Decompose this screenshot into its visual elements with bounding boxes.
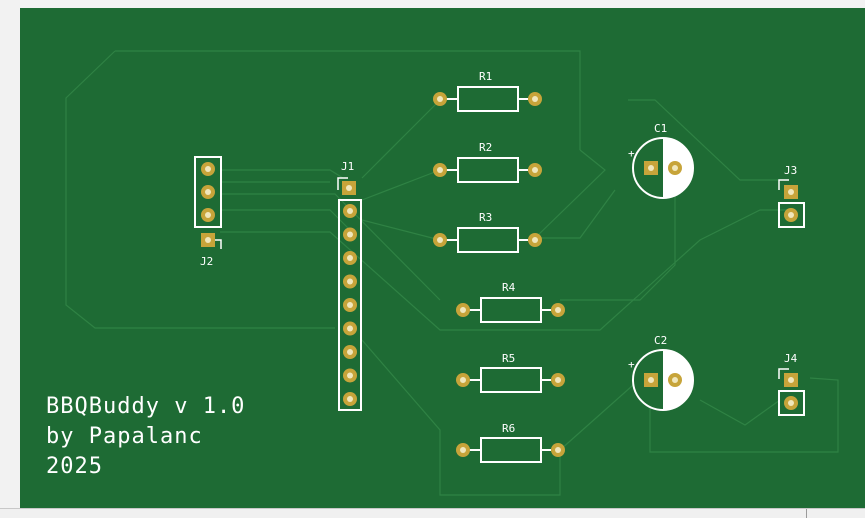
j3-label: J3 xyxy=(784,164,797,177)
resistor-r5[interactable]: R5 xyxy=(456,352,565,393)
j1-outline xyxy=(338,199,362,411)
resistor-r4[interactable]: R4 xyxy=(456,281,565,323)
j1-pad-hole xyxy=(347,372,353,379)
r1-label: R1 xyxy=(479,70,492,83)
j1-pad-hole xyxy=(347,208,353,214)
status-bar-separator xyxy=(806,509,807,518)
capacitor-c1[interactable]: C1 + xyxy=(628,122,694,199)
resistor-r2[interactable]: R2 xyxy=(433,141,542,183)
c1-label: C1 xyxy=(654,122,667,135)
r2-label: R2 xyxy=(479,141,492,154)
connector-j4[interactable]: J4 xyxy=(778,352,805,416)
r5-label: R5 xyxy=(502,352,515,365)
j1-pad-hole xyxy=(347,231,353,238)
j2-label: J2 xyxy=(200,255,213,268)
resistor-r6[interactable]: R6 xyxy=(456,422,565,463)
j4-label: J4 xyxy=(784,352,798,365)
r4-label: R4 xyxy=(502,281,516,294)
j1-pin1-mark xyxy=(337,177,348,190)
j1-label: J1 xyxy=(341,160,354,173)
connector-j3[interactable]: J3 xyxy=(778,164,805,228)
board-substrate xyxy=(20,8,865,508)
board-title-line-1: BBQBuddy v 1.0 xyxy=(46,394,245,419)
j1-pad-hole xyxy=(347,255,353,261)
j1-pad-hole xyxy=(347,325,353,332)
c2-polarity-mark: + xyxy=(628,358,635,371)
j1-pad-hole xyxy=(347,349,353,355)
resistor-r3[interactable]: R3 xyxy=(433,211,542,253)
copper-traces xyxy=(65,50,839,496)
r3-label: R3 xyxy=(479,211,492,224)
j1-pad-hole xyxy=(347,278,353,285)
j1-pad-hole xyxy=(347,302,353,308)
board-title: BBQBuddy v 1.0 by Papalanc 2025 xyxy=(46,394,245,479)
resistor-r1[interactable]: R1 xyxy=(433,70,542,112)
j1-pad-hole xyxy=(347,396,353,402)
j2-pads xyxy=(201,162,215,247)
j2-outline xyxy=(194,156,222,228)
c2-label: C2 xyxy=(654,334,667,347)
capacitor-c2[interactable]: C2 + xyxy=(628,334,694,411)
status-bar xyxy=(0,508,865,518)
board-title-line-2: by Papalanc xyxy=(46,424,203,449)
board-title-line-3: 2025 xyxy=(46,454,103,479)
c1-polarity-mark: + xyxy=(628,147,635,160)
j1-pads xyxy=(343,204,357,406)
r6-label: R6 xyxy=(502,422,515,435)
